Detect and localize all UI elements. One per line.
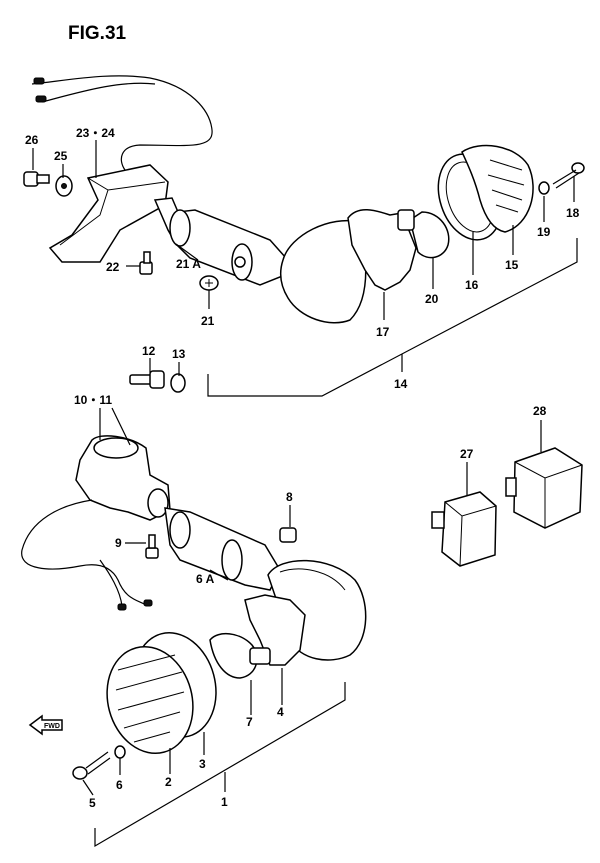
fwd-label: FWD (44, 723, 60, 730)
callout-13: 13 (172, 347, 186, 361)
callout-numbers: 26 25 23・24 22 21 A 21 17 20 16 15 19 18… (25, 126, 580, 810)
callout-18: 18 (566, 206, 580, 220)
upper-lamp-housing (279, 219, 367, 324)
callout-1: 1 (221, 795, 228, 809)
screw-9 (145, 534, 159, 559)
callout-21a: 21 A (176, 257, 201, 271)
callout-2: 2 (165, 775, 172, 789)
callout-28: 28 (533, 404, 547, 418)
callout-26: 26 (25, 133, 39, 147)
callout-7: 7 (246, 715, 253, 729)
callout-6: 6 (116, 778, 123, 792)
figure-title: FIG.31 (68, 23, 127, 44)
screw-18 (552, 162, 585, 189)
screw-5 (72, 751, 111, 780)
callout-21: 21 (201, 314, 215, 328)
callout-19: 19 (537, 225, 551, 239)
callout-25: 25 (54, 149, 68, 163)
bolt-26 (23, 171, 50, 187)
lower-turn-signal-assembly (21, 370, 367, 780)
callout-12: 12 (142, 344, 156, 358)
screw-21 (199, 275, 219, 291)
callout-5: 5 (89, 796, 96, 810)
bolt-12 (129, 370, 165, 389)
callout-16: 16 (465, 278, 479, 292)
bulb-7 (209, 633, 271, 679)
screw-22 (139, 251, 153, 275)
lower-bracket (75, 435, 171, 521)
wire-terminal (35, 95, 47, 103)
callout-17: 17 (376, 325, 390, 339)
callout-9: 9 (115, 536, 122, 550)
nut-8 (279, 527, 297, 543)
callout-23-24: 23・24 (76, 126, 115, 140)
relay-28 (505, 447, 583, 529)
relay-27 (431, 491, 497, 567)
lower-stem (164, 507, 281, 591)
callout-22: 22 (106, 260, 120, 274)
lens-15 (461, 144, 534, 233)
leader-lines (32, 140, 578, 848)
washer-19 (538, 181, 550, 195)
fwd-arrow: FWD (28, 714, 63, 736)
nut-13 (170, 373, 186, 393)
callout-15: 15 (505, 258, 519, 272)
mounting-bracket (48, 164, 169, 263)
bulb-20 (397, 209, 450, 259)
callout-27: 27 (460, 447, 474, 461)
callout-3: 3 (199, 757, 206, 771)
wire-terminal (33, 77, 45, 85)
callout-8: 8 (286, 490, 293, 504)
callout-4: 4 (277, 705, 284, 719)
lower-wire-harness (21, 499, 149, 607)
gasket-4 (244, 594, 306, 666)
callout-14: 14 (394, 377, 408, 391)
washer-6 (114, 745, 126, 759)
callout-6a: 6 A (196, 572, 215, 586)
callout-10-11: 10・11 (74, 393, 112, 407)
upper-turn-signal-assembly (23, 75, 585, 324)
callout-20: 20 (425, 292, 439, 306)
upper-wire-harness (31, 75, 213, 171)
